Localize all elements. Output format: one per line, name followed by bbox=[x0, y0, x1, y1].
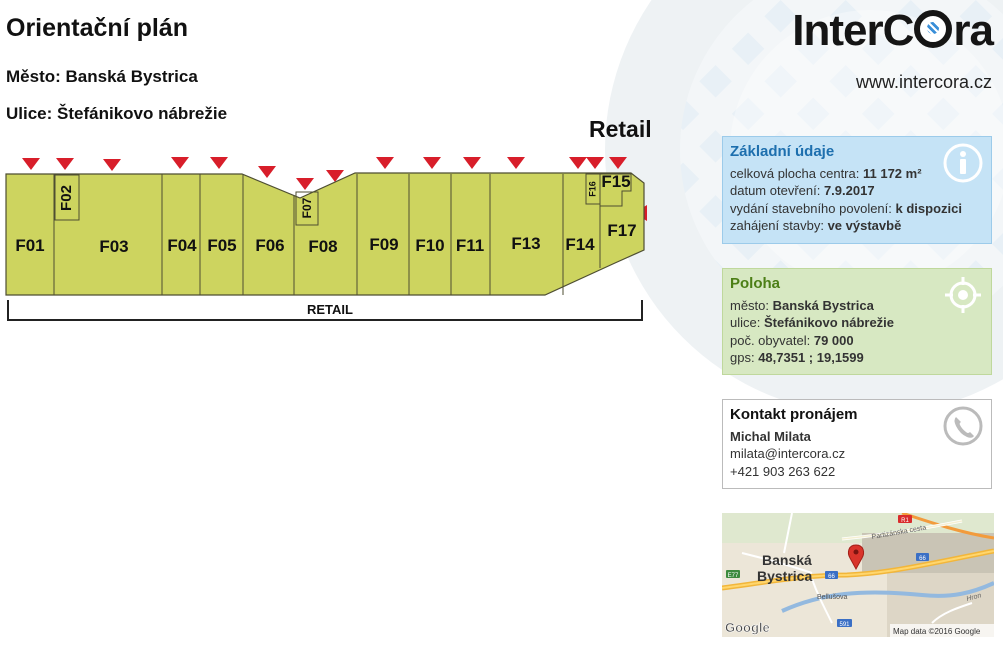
retail-building-outline bbox=[5, 172, 645, 296]
entrance-marker bbox=[423, 157, 441, 169]
info-row: město: Banská Bystrica bbox=[730, 297, 874, 313]
contact-card: Kontakt pronájem Michal Milata milata@in… bbox=[722, 399, 992, 489]
entrance-marker bbox=[376, 157, 394, 169]
entrance-marker bbox=[507, 157, 525, 169]
river-label: Hron bbox=[966, 592, 983, 603]
unit-label[interactable]: F08 bbox=[308, 237, 337, 256]
road-shield bbox=[898, 515, 912, 523]
road-shield bbox=[837, 619, 852, 627]
map-pin-icon bbox=[847, 544, 865, 571]
logo-text-ra: ra bbox=[953, 6, 994, 55]
basic-info-heading: Základní údaje bbox=[730, 143, 835, 160]
logo-text-inter: Inter bbox=[792, 6, 883, 55]
info-row: gps: 48,7351 ; 19,1599 bbox=[730, 350, 864, 365]
location-heading: Poloha bbox=[730, 275, 781, 292]
unit-label[interactable]: F04 bbox=[167, 236, 197, 255]
entrance-marker bbox=[609, 157, 627, 169]
info-row: datum otevření: 7.9.2017 bbox=[730, 183, 875, 198]
entrance-marker bbox=[56, 158, 74, 170]
unit-label[interactable]: F17 bbox=[607, 221, 636, 240]
map-attribution: Map data ©2016 Google bbox=[893, 627, 981, 636]
info-row: poč. obyvatel: 79 000 bbox=[730, 332, 854, 348]
entrance-marker bbox=[586, 157, 604, 169]
unit-label[interactable]: F02 bbox=[58, 185, 75, 211]
unit-label[interactable]: F05 bbox=[207, 236, 236, 255]
entrance-marker bbox=[296, 178, 314, 190]
map-city-label: Bystrica bbox=[757, 568, 812, 584]
entrance-marker bbox=[22, 158, 40, 170]
logo-text-c: C bbox=[882, 6, 915, 55]
unit-dividers bbox=[53, 173, 632, 295]
entrance-marker bbox=[258, 166, 276, 178]
entrance-marker bbox=[171, 157, 189, 169]
page-title: Orientační plán bbox=[6, 14, 188, 42]
section-heading: Retail bbox=[589, 116, 652, 142]
zone-label: RETAIL bbox=[307, 302, 353, 317]
street-line: Ulice: Štefánikovo nábrežie bbox=[6, 104, 228, 123]
unit-label[interactable]: F01 bbox=[15, 236, 44, 255]
svg-text:R1: R1 bbox=[901, 518, 909, 524]
unit-label[interactable]: F03 bbox=[99, 237, 128, 256]
entrance-markers bbox=[22, 157, 647, 221]
entrance-marker bbox=[326, 170, 344, 182]
map-city-label: Banská bbox=[762, 552, 812, 568]
road-shield bbox=[916, 553, 929, 561]
map-canvas: R1 66 E77 66 591 Partizánska cesta Bellu… bbox=[722, 513, 994, 637]
road-shield bbox=[726, 570, 740, 578]
floor-plan: F01 F02 F03 F04 F05 F06 F07 F08 F09 F10 … bbox=[5, 157, 647, 321]
location-map[interactable]: R1 66 E77 66 591 Partizánska cesta Bellu… bbox=[722, 513, 994, 637]
road-shield bbox=[825, 571, 838, 579]
entrance-marker bbox=[210, 157, 228, 169]
entrance-marker bbox=[103, 159, 121, 171]
unit-label[interactable]: F11 bbox=[456, 236, 484, 255]
phone-icon bbox=[943, 406, 983, 446]
unit-label[interactable]: F15 bbox=[601, 172, 630, 191]
info-row: zahájení stavby: ve výstavbě bbox=[730, 218, 902, 233]
unit-label[interactable]: F07 bbox=[300, 197, 314, 218]
svg-text:591: 591 bbox=[839, 622, 850, 628]
target-icon bbox=[945, 277, 981, 313]
contact-phone[interactable]: +421 903 263 622 bbox=[730, 463, 836, 479]
unit-label[interactable]: F16 bbox=[587, 181, 597, 197]
svg-text:66: 66 bbox=[919, 556, 926, 562]
unit-label[interactable]: F06 bbox=[255, 236, 284, 255]
contact-name: Michal Milata bbox=[730, 428, 811, 444]
city-line: Město: Banská Bystrica bbox=[6, 67, 198, 86]
entrance-marker bbox=[569, 157, 587, 169]
location-card: Poloha město: Banská Bystrica ulice: Šte… bbox=[722, 268, 992, 375]
basic-info-card: Základní údaje celková plocha centra: 11… bbox=[722, 136, 992, 244]
svg-text:E77: E77 bbox=[728, 573, 739, 579]
unit-label[interactable]: F10 bbox=[415, 236, 444, 255]
contact-heading: Kontakt pronájem bbox=[730, 406, 858, 423]
zone-bracket bbox=[7, 300, 643, 321]
road-label: Bellušova bbox=[817, 594, 847, 601]
info-row: celková plocha centra: 11 172 m² bbox=[730, 165, 922, 181]
google-logo: Google bbox=[725, 620, 770, 635]
info-row: vydání stavebního povolení: k dispozici bbox=[730, 200, 962, 216]
svg-text:66: 66 bbox=[828, 574, 835, 580]
info-row: ulice: Štefánikovo nábrežie bbox=[730, 315, 895, 330]
contact-email[interactable]: milata@intercora.cz bbox=[730, 446, 846, 461]
unit-label[interactable]: F13 bbox=[511, 234, 540, 253]
unit-label[interactable]: F09 bbox=[369, 235, 398, 254]
website-link[interactable]: www.intercora.cz bbox=[855, 72, 992, 92]
logo-flag-icon bbox=[914, 10, 953, 48]
unit-label[interactable]: F14 bbox=[565, 235, 595, 254]
entrance-marker bbox=[463, 157, 481, 169]
info-icon bbox=[943, 143, 983, 183]
